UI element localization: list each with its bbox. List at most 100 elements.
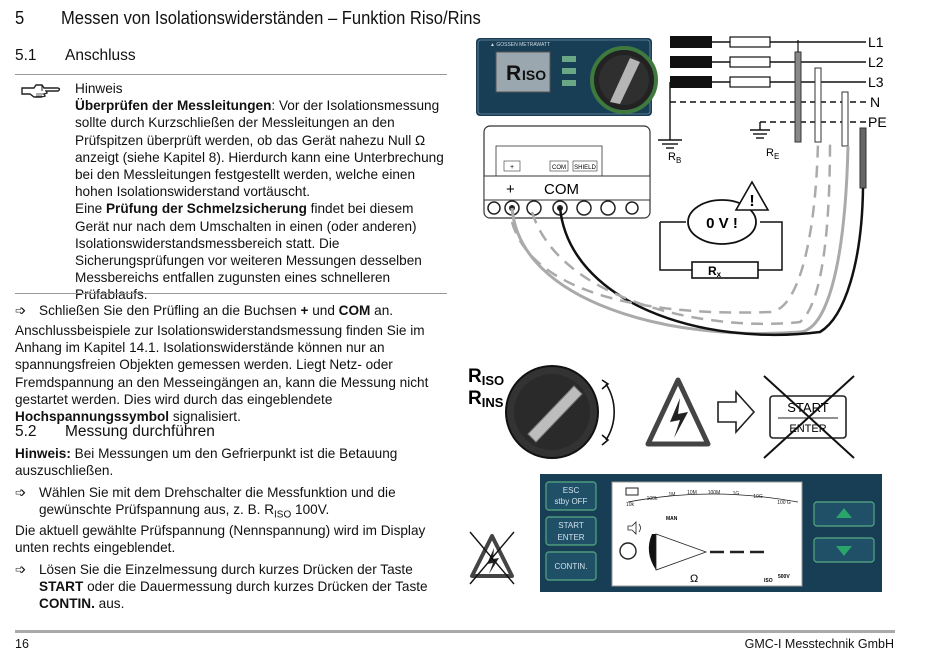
step-select-text: Wählen Sie mit dem Drehschalter die Mess…: [39, 485, 396, 518]
volt-label: 500V: [778, 574, 790, 580]
rotary-switch-icon: [505, 365, 615, 459]
scale-tick-0: 10k: [626, 502, 635, 508]
arrow-right-outline-icon: [717, 389, 756, 435]
device-com-label: COM: [544, 181, 579, 198]
chapter-heading: 5 Messen von Isolationswiderständen – Fun…: [15, 8, 481, 29]
line-label-l3: L3: [868, 74, 884, 90]
step-select: ➩ Wählen Sie mit dem Drehschalter die Me…: [15, 484, 447, 524]
scale-tick-4: 100M: [708, 490, 721, 496]
esc-label: ESC: [563, 486, 580, 495]
voltmeter-label: 0 V !: [706, 215, 738, 232]
scale-tick-1: 100k: [647, 496, 658, 502]
chapter-title: Messen von Isolationswiderständen – Funk…: [61, 8, 481, 28]
step-start-post: aus.: [94, 596, 125, 612]
panel-enter-label: ENTER: [557, 533, 584, 542]
hint-frost-bold: Hinweis:: [15, 446, 71, 461]
device-display-sub: ISO: [522, 67, 546, 83]
step-connect-post: an.: [370, 303, 394, 318]
step-start-pre: Lösen Sie die Einzelmessung durch kurzes…: [39, 562, 413, 577]
high-voltage-warning-icon: [645, 377, 711, 447]
jack-label-shield: SHIELD: [574, 165, 596, 171]
probe-graphic-icon: [648, 533, 764, 571]
section-rule: [15, 74, 447, 75]
man-label: MAN: [666, 516, 678, 522]
svg-text:▲ GOSSEN METRAWATT: ▲ GOSSEN METRAWATT: [490, 42, 550, 48]
hint-frost: Hinweis: Bei Messungen um den Gefrierpun…: [15, 445, 447, 479]
step-start-contin: CONTIN.: [39, 596, 95, 612]
note-fuse: Eine Prüfung der Schmelzsicherung findet…: [75, 200, 447, 303]
step-connect-pre: Schließen Sie den Prüfling an die Buchse…: [39, 303, 301, 318]
line-label-l2: L2: [868, 54, 884, 70]
para-connect-bold: Hochspannungssymbol: [15, 409, 170, 425]
arrow-down-icon: [836, 546, 852, 556]
footer-company: GMC-I Messtechnik GmbH: [744, 637, 894, 651]
step-select-post: 100V.: [291, 502, 330, 518]
arrow-right-icon: ➩: [15, 303, 27, 318]
voltmeter-circuit: 0 V ! Rx !: [659, 180, 783, 279]
esc-button[interactable]: [545, 481, 597, 511]
step-connect-com: COM: [338, 303, 371, 318]
instrument-panel: ESC stby OFF START ENTER CONTIN. 10k 100…: [469, 474, 882, 592]
arrow-up-icon: [836, 508, 852, 518]
section-number: 5.2: [15, 423, 37, 440]
note-check-text: : Vor der Isolationsmessung sollte durch…: [75, 98, 444, 200]
svg-text:!: !: [749, 193, 754, 210]
switch-label-riso: RISO: [468, 366, 504, 388]
ohm-symbol: Ω: [690, 573, 698, 585]
stby-label: stby OFF: [555, 497, 588, 506]
contin-label: CONTIN.: [555, 562, 588, 571]
test-cables: [510, 141, 865, 337]
para-connect: Anschlussbeispiele zur Isolationswiderst…: [15, 322, 447, 425]
section-heading-5-2: 5.2 Messung durchführen: [15, 423, 215, 441]
note-label: Hinweis: [75, 81, 123, 96]
step-start-start: START: [39, 579, 84, 595]
hint-frost-text: Bei Messungen um den Gefrierpunkt ist di…: [15, 446, 398, 479]
para-connect-post: signalisiert.: [169, 409, 241, 425]
line-label-l1: L1: [868, 34, 884, 50]
scale-tick-2: 1M: [669, 492, 676, 498]
step-start: ➩ Lösen Sie die Einzelmessung durch kurz…: [15, 561, 447, 613]
speaker-icon: [627, 521, 641, 535]
start-button[interactable]: [545, 516, 597, 546]
note-fuse-pre: Eine: [75, 201, 106, 217]
start-key-crossed-icon: START ENTER: [763, 375, 855, 459]
scale-tick-6: 10G: [753, 494, 763, 500]
note-check-bold: Überprüfen der Messleitungen: [75, 98, 272, 114]
label-re: RE: [766, 147, 779, 161]
section-number: 5.1: [15, 47, 37, 64]
rx-label: Rx: [708, 264, 722, 279]
section-title: Messung durchführen: [65, 423, 215, 440]
switch-label-rins: RINS: [468, 388, 504, 410]
footer-rule: [15, 630, 895, 633]
lcd-display: [611, 481, 803, 587]
crossed-warning-icon: [469, 531, 515, 585]
step-connect-plus: +: [300, 303, 309, 318]
device-plus-label: +: [506, 181, 515, 198]
lcd-circle-indicator: [619, 542, 637, 560]
chapter-number: 5: [15, 8, 25, 28]
note-check: Überprüfen der Messleitungen: Vor der Is…: [75, 97, 447, 200]
note-fuse-bold: Prüfung der Schmelzsicherung: [105, 201, 307, 217]
wiring-diagram: R ISO ▲ GOSSEN METRAWATT + COM SHIELD + …: [476, 34, 887, 337]
line-label-n: N: [870, 94, 880, 110]
para-voltage: Die aktuell gewählte Prüfspannung (Nenns…: [15, 523, 426, 556]
start-key-label: START: [787, 400, 828, 415]
note-fuse-text: findet bei diesem Gerät nur nach dem Ums…: [75, 201, 422, 303]
panel-start-label: START: [558, 521, 584, 530]
label-rb: RB: [668, 151, 681, 165]
step-select-sub: ISO: [274, 509, 292, 521]
test-probes: [794, 40, 867, 189]
note-rule: [15, 293, 447, 294]
note-block: Hinweis Überprüfen der Messleitungen: Vo…: [75, 80, 447, 304]
switch-row: RISO RINS START ENTER: [468, 365, 855, 459]
line-label-pe: PE: [868, 114, 887, 130]
scale-tick-7: 100 G: [777, 500, 791, 506]
contin-button[interactable]: [545, 551, 597, 581]
scale-tick-3: 10M: [687, 490, 697, 496]
scale-tick-5: 1G: [733, 491, 740, 497]
instrument-device: R ISO ▲ GOSSEN METRAWATT: [476, 38, 658, 116]
pointing-hand-icon: [20, 82, 62, 105]
page-number: 16: [15, 637, 29, 651]
step-connect: ➩ Schließen Sie den Prüfling an die Buchs…: [15, 302, 450, 319]
jack-label-plus: +: [510, 164, 514, 171]
